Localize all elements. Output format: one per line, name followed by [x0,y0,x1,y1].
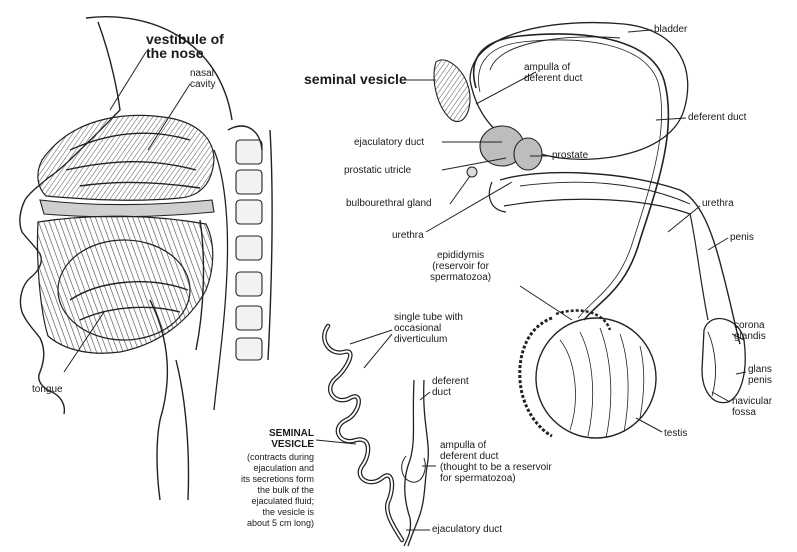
label-bulbourethral-gland: bulbourethral gland [346,198,432,209]
label-nasal-cavity: nasal cavity [190,68,216,90]
label-epididymis: epididymis (reservoir for spermatozoa) [430,250,491,283]
label-glans-penis: glans penis [748,364,772,386]
label-tongue: tongue [32,384,63,395]
label-urethra-right: urethra [702,198,734,209]
label-testis: testis [664,428,687,439]
label-corona-glandis: corona glandis [734,320,766,342]
label-deferent-duct: deferent duct [688,112,746,123]
label-single-tube: single tube with occasional diverticulum [394,312,463,345]
label-deferent-duct-detail: deferent duct [432,376,469,398]
label-prostate: prostate [552,150,588,161]
label-vestibule-of-nose: vestibule of the nose [146,32,224,60]
seminal-vesicle-detail-drawing [316,326,436,546]
label-navicular-fossa: navicular fossa [732,396,772,418]
label-ejaculatory-duct: ejaculatory duct [354,137,424,148]
label-seminal-vesicle-description: (contracts during ejaculation and its se… [218,452,314,529]
label-bladder: bladder [654,24,687,35]
label-seminal-vesicle: seminal vesicle [304,72,407,86]
label-ejaculatory-duct-detail: ejaculatory duct [432,524,502,535]
label-penis: penis [730,232,754,243]
label-ampulla-detail: ampulla of deferent duct (thought to be … [440,440,552,484]
label-seminal-vesicle-title: SEMINAL VESICLE [254,428,314,450]
label-prostatic-utricle: prostatic utricle [344,165,411,176]
label-ampulla-deferent-duct: ampulla of deferent duct [524,62,582,84]
label-urethra-left: urethra [392,230,424,241]
head-section-drawing [20,17,272,500]
